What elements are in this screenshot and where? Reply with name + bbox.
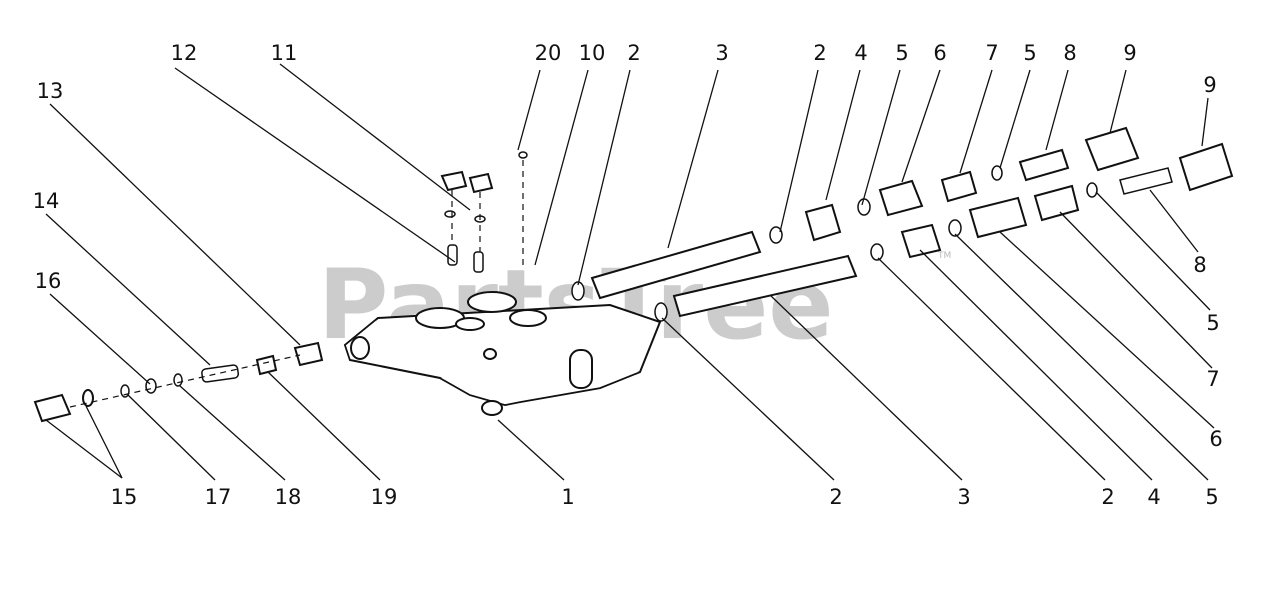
callout-labels: 20 10 2 3 2 4 5 6 7 5 8 9 9 8 5 7 6 12 1… [33,41,1223,509]
callout-14: 14 [33,189,60,213]
top-plug-assembly [440,151,528,273]
callout-4: 4 [1147,485,1160,509]
callout-6: 6 [1209,427,1222,451]
callout-19: 19 [371,485,398,509]
callout-18: 18 [275,485,302,509]
leader-lines [45,63,1215,481]
callout-9: 9 [1203,73,1216,97]
callout-13: 13 [37,79,64,103]
callout-3: 3 [957,485,970,509]
callout-9: 9 [1123,41,1136,65]
callout-2: 2 [829,485,842,509]
callout-8: 8 [1193,253,1206,277]
callout-2: 2 [627,41,640,65]
callout-10: 10 [579,41,606,65]
callout-7: 7 [985,41,998,65]
callout-16: 16 [35,269,62,293]
callout-5: 5 [1205,485,1218,509]
lower-spool-row [654,184,1080,322]
upper-spool-row [571,126,1234,301]
watermark-trademark: TM [937,251,951,261]
callout-8: 8 [1063,41,1076,65]
callout-3: 3 [715,41,728,65]
callout-12: 12 [171,41,198,65]
callout-20: 20 [535,41,562,65]
callout-15: 15 [111,485,138,509]
callout-4: 4 [854,41,867,65]
callout-7: 7 [1206,367,1219,391]
left-side-parts [33,341,324,423]
callout-6: 6 [933,41,946,65]
callout-17: 17 [205,485,232,509]
callout-5: 5 [895,41,908,65]
callout-2: 2 [813,41,826,65]
valve-body [343,291,662,416]
callout-5: 5 [1206,311,1219,335]
callout-11: 11 [271,41,298,65]
callout-1: 1 [561,485,574,509]
callout-2: 2 [1101,485,1114,509]
callout-5: 5 [1023,41,1036,65]
